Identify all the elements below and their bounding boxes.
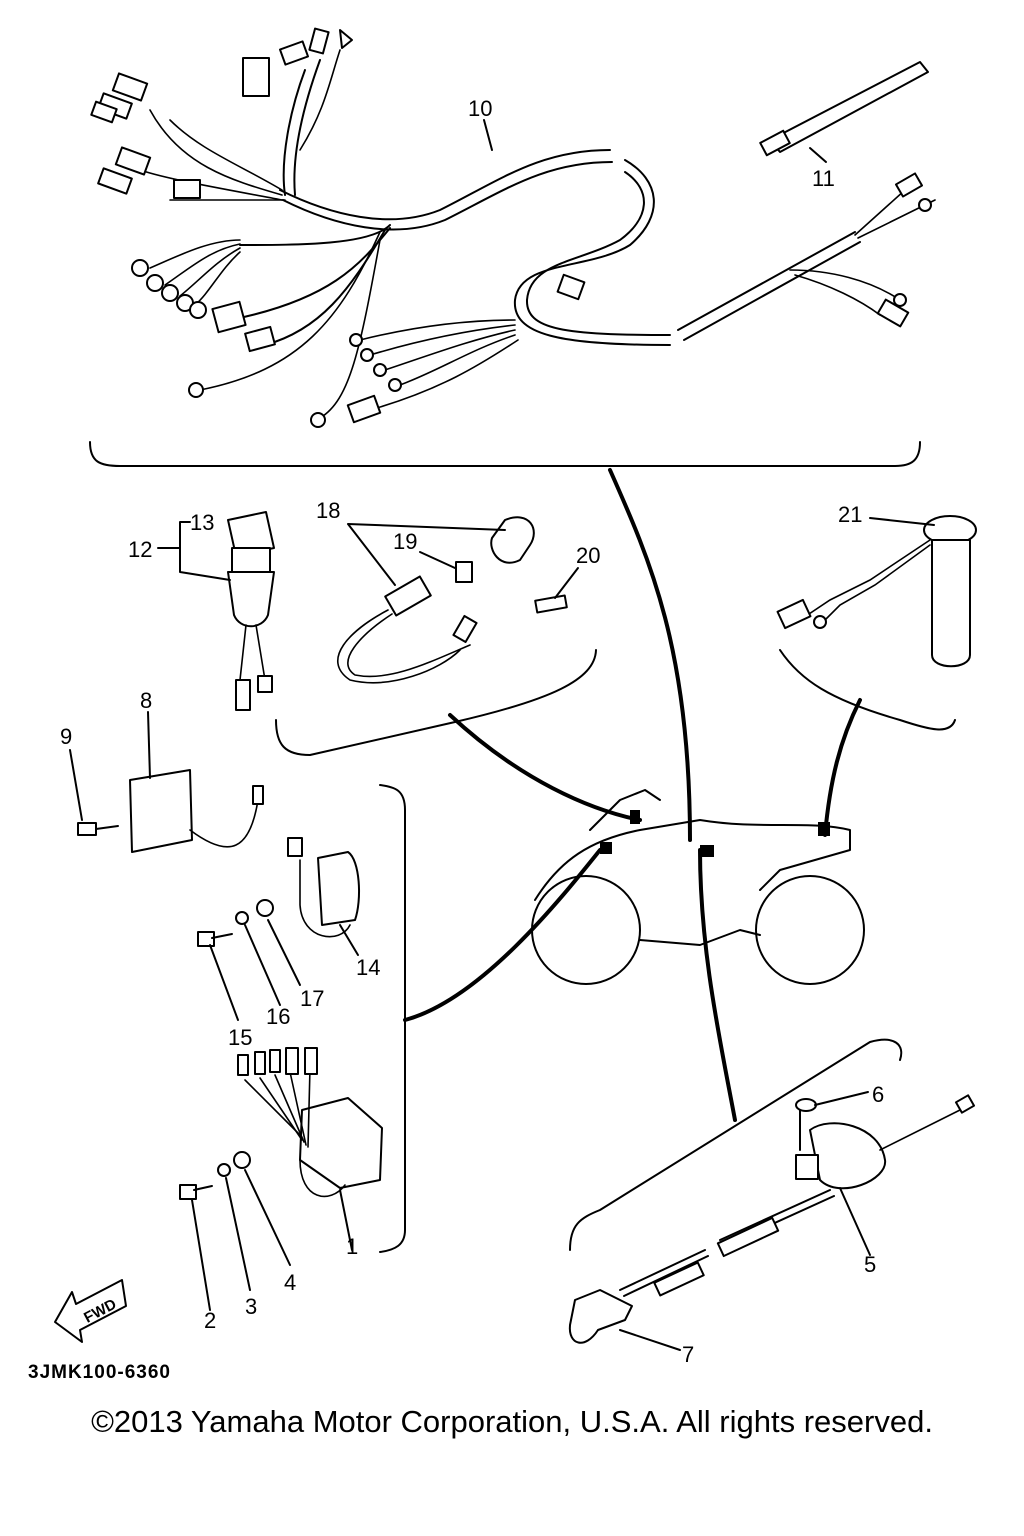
diagram-code: 3JMK100-6360 <box>28 1362 171 1383</box>
forward-arrow-icon: FWD <box>54 1279 127 1343</box>
part-label-16: 16 <box>266 1004 290 1029</box>
grip-drawing <box>776 515 977 731</box>
part-label-9: 9 <box>60 724 72 749</box>
part-label-6: 6 <box>872 1082 884 1107</box>
part-label-17: 17 <box>300 986 324 1011</box>
part-label-5: 5 <box>864 1252 876 1277</box>
part-label-7: 7 <box>682 1342 694 1367</box>
part-label-15: 15 <box>228 1025 252 1050</box>
part-label-3: 3 <box>245 1294 257 1319</box>
part-label-18: 18 <box>316 498 340 523</box>
part-label-1: 1 <box>346 1234 358 1259</box>
part-label-8: 8 <box>140 688 152 713</box>
part-label-11: 11 <box>812 166 835 191</box>
part-label-10: 10 <box>468 96 492 121</box>
copyright-notice: ©2013 Yamaha Motor Corporation, U.S.A. A… <box>91 1404 933 1439</box>
part-label-20: 20 <box>576 543 600 568</box>
wire-harness-drawing <box>89 27 936 467</box>
ignition-drawing <box>77 769 406 1253</box>
part-labels: 1 2 3 4 5 6 7 8 9 10 11 12 13 14 15 16 1… <box>60 96 884 1367</box>
part-label-2: 2 <box>204 1308 216 1333</box>
part-label-13: 13 <box>190 510 214 535</box>
part-label-19: 19 <box>393 529 417 554</box>
switch-group-drawing <box>227 511 597 756</box>
part-label-21: 21 <box>838 502 862 527</box>
part-label-14: 14 <box>356 955 380 980</box>
vehicle-outline-drawing <box>403 468 865 1122</box>
throttle-drawing <box>568 1038 976 1344</box>
part-label-4: 4 <box>284 1270 296 1295</box>
part-label-12: 12 <box>128 537 152 562</box>
leader-lines <box>69 119 935 1351</box>
